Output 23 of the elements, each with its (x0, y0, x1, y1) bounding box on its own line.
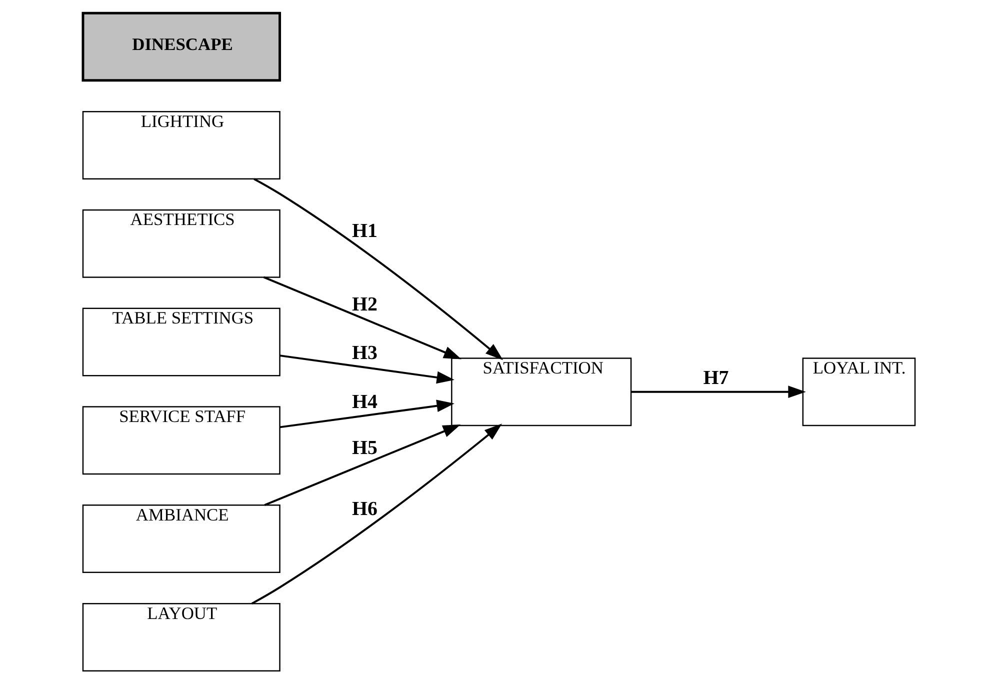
arrow (264, 424, 461, 506)
arrow (254, 178, 504, 360)
node-box: LIGHTING (82, 110, 280, 180)
edge-label: H3 (352, 342, 378, 364)
node-box: SATISFACTION (451, 358, 632, 426)
edge-label: H6 (352, 498, 378, 520)
arrow (251, 424, 502, 604)
node-box: LAYOUT (82, 602, 280, 672)
edge-label: H4 (352, 390, 378, 413)
edge-label: H7 (703, 367, 729, 390)
node-box: AESTHETICS (82, 209, 280, 278)
edge-label: H2 (352, 294, 378, 316)
node-box: SERVICE STAFF (82, 406, 280, 475)
arrow (263, 276, 462, 360)
arrow (280, 354, 454, 384)
edge-label: H1 (352, 220, 378, 242)
arrow (631, 386, 806, 398)
arrow (280, 400, 454, 428)
node-box: AMBIANCE (82, 504, 280, 574)
node-box: LOYAL INT. (802, 358, 916, 426)
edge-label: H5 (352, 436, 378, 459)
node-box: TABLE SETTINGS (82, 308, 280, 376)
node-box: DINESCAPE (82, 12, 282, 82)
